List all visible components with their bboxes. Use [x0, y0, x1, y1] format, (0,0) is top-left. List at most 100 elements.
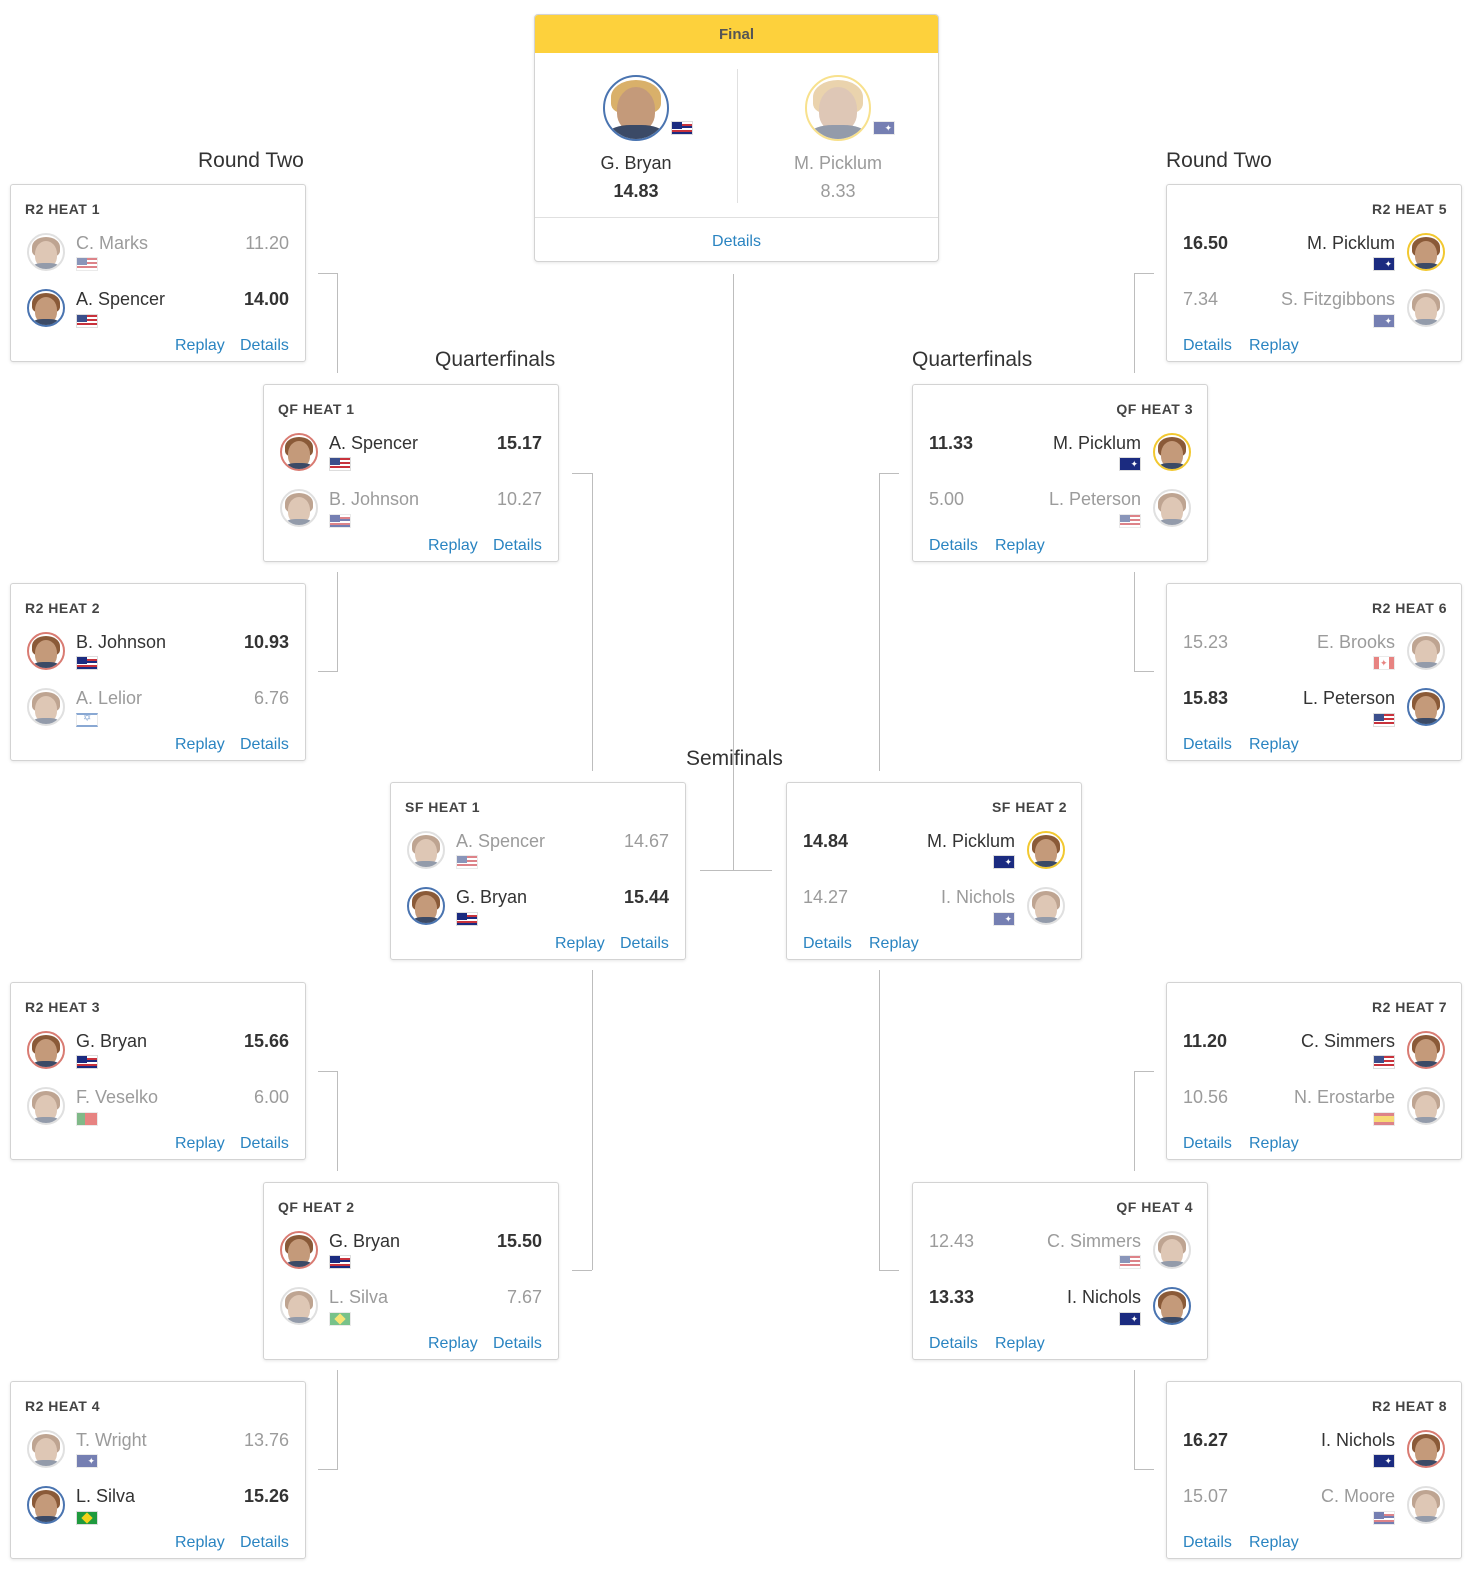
details-link[interactable]: Details: [620, 935, 669, 952]
surfer-avatar: [27, 233, 65, 271]
australia-flag-icon: [1373, 314, 1395, 328]
details-link[interactable]: Details: [240, 736, 289, 753]
usa-flag-icon: [1373, 713, 1395, 727]
surfer-score: 15.07: [1183, 1486, 1229, 1506]
replay-link[interactable]: Replay: [428, 537, 478, 554]
heat-title: SF HEAT 2: [991, 799, 1067, 815]
australia-flag-icon: [1119, 457, 1141, 471]
final-details-link[interactable]: Details: [712, 233, 761, 250]
surfer-avatar: [1407, 289, 1445, 327]
heat-title: R2 HEAT 2: [25, 600, 101, 616]
surfer-avatar: [407, 887, 445, 925]
surfer-avatar: [280, 489, 318, 527]
round-two-label-left: Round Two: [198, 149, 304, 172]
heat-card-r2h4: R2 HEAT 4 T. Wright 13.76 L. Silva 15.26…: [10, 1381, 306, 1559]
details-link[interactable]: Details: [929, 537, 978, 554]
surfer-avatar: [27, 632, 65, 670]
details-link[interactable]: Details: [929, 1335, 978, 1352]
surfer-score: 15.44: [623, 887, 669, 907]
australia-flag-icon: [76, 1454, 98, 1468]
replay-link[interactable]: Replay: [1249, 736, 1299, 753]
surfer-score: 15.66: [243, 1031, 289, 1051]
surfer-name: F. Veselko: [76, 1087, 159, 1107]
quarterfinals-label-right: Quarterfinals: [912, 348, 1033, 371]
heat-card-qf1: QF HEAT 1 A. Spencer 15.17 B. Johnson 10…: [263, 384, 559, 562]
replay-link[interactable]: Replay: [1249, 1534, 1299, 1551]
heat-card-r2h5: R2 HEAT 5 16.50 M. Picklum 7.34 S. Fitzg…: [1166, 184, 1462, 362]
surfer-name: T. Wright: [76, 1430, 147, 1450]
replay-link[interactable]: Replay: [555, 935, 605, 952]
surfer-avatar: [280, 1231, 318, 1269]
heat-card-r2h2: R2 HEAT 2 B. Johnson 10.93 A. Lelior 6.7…: [10, 583, 306, 761]
hawaii-flag-icon: [671, 121, 693, 135]
replay-link[interactable]: Replay: [175, 1135, 225, 1152]
replay-link[interactable]: Replay: [428, 1335, 478, 1352]
details-link[interactable]: Details: [1183, 736, 1232, 753]
heat-title: QF HEAT 3: [1116, 401, 1193, 417]
usa-flag-icon: [1119, 514, 1141, 528]
details-link[interactable]: Details: [240, 1135, 289, 1152]
surfer-name: C. Simmers: [1047, 1231, 1141, 1251]
replay-link[interactable]: Replay: [995, 537, 1045, 554]
surfer-score: 11.20: [245, 233, 289, 253]
replay-link[interactable]: Replay: [995, 1335, 1045, 1352]
hawaii-flag-icon: [76, 656, 98, 670]
heat-title: R2 HEAT 7: [1371, 999, 1447, 1015]
surfer-name: M. Picklum: [1306, 233, 1395, 253]
heat-card-qf3: QF HEAT 3 11.33 M. Picklum 5.00 L. Peter…: [912, 384, 1208, 562]
quarterfinals-label-left: Quarterfinals: [435, 348, 556, 371]
surfer-score: 14.00: [243, 289, 289, 309]
surfer-score: 10.56: [1183, 1087, 1229, 1107]
final-title: Final: [535, 15, 938, 53]
replay-link[interactable]: Replay: [869, 935, 919, 952]
surfer-avatar: [27, 1486, 65, 1524]
spain-flag-icon: [1373, 1112, 1395, 1126]
surfer-score: 15.50: [496, 1231, 542, 1251]
replay-link[interactable]: Replay: [175, 736, 225, 753]
surfer-avatar: [280, 433, 318, 471]
surfer-score: 5.00: [929, 489, 965, 509]
surfer-name: I. Nichols: [940, 887, 1015, 907]
details-link[interactable]: Details: [240, 337, 289, 354]
replay-link[interactable]: Replay: [175, 1534, 225, 1551]
brazil-flag-icon: [76, 1511, 98, 1525]
surfer-name: C. Moore: [1320, 1486, 1395, 1506]
replay-link[interactable]: Replay: [1249, 1135, 1299, 1152]
hawaii-flag-icon: [329, 1255, 351, 1269]
surfer-score: 16.50: [1183, 233, 1229, 253]
surfer-score: 12.43: [929, 1231, 975, 1251]
replay-link[interactable]: Replay: [1249, 337, 1299, 354]
round-two-label-right: Round Two: [1166, 149, 1272, 172]
surfer-score: 16.27: [1183, 1430, 1229, 1450]
details-link[interactable]: Details: [493, 1335, 542, 1352]
heat-title: R2 HEAT 4: [25, 1398, 101, 1414]
surfer-avatar: [280, 1287, 318, 1325]
replay-link[interactable]: Replay: [175, 337, 225, 354]
heat-card-qf4: QF HEAT 4 12.43 C. Simmers 13.33 I. Nich…: [912, 1182, 1208, 1360]
surfer-name: I. Nichols: [1066, 1287, 1141, 1307]
surfer-score: 11.20: [1183, 1031, 1228, 1051]
surfer-name: A. Spencer: [456, 831, 546, 851]
heat-card-r2h3: R2 HEAT 3 G. Bryan 15.66 F. Veselko 6.00…: [10, 982, 306, 1160]
heat-title: R2 HEAT 1: [25, 201, 101, 217]
surfer-name: G. Bryan: [76, 1031, 148, 1051]
australia-flag-icon: [1119, 1312, 1141, 1326]
portugal-flag-icon: [76, 1112, 98, 1126]
details-link[interactable]: Details: [493, 537, 542, 554]
details-link[interactable]: Details: [240, 1534, 289, 1551]
australia-flag-icon: [993, 912, 1015, 926]
details-link[interactable]: Details: [1183, 1135, 1232, 1152]
details-link[interactable]: Details: [803, 935, 852, 952]
final-surfer1-score: 14.83: [613, 181, 659, 201]
surfer-score: 6.00: [253, 1087, 289, 1107]
hawaii-flag-icon: [76, 1055, 98, 1069]
australia-flag-icon: [993, 855, 1015, 869]
heat-card-qf2: QF HEAT 2 G. Bryan 15.50 L. Silva 7.67 R…: [263, 1182, 559, 1360]
final-card: Final G. Bryan 14.83 M. Picklum 8.33 Det…: [534, 14, 939, 262]
heat-title: R2 HEAT 5: [1371, 201, 1447, 217]
surfer-score: 14.84: [803, 831, 849, 851]
israel-flag-icon: [76, 713, 98, 727]
surfer-name: C. Simmers: [1301, 1031, 1395, 1051]
details-link[interactable]: Details: [1183, 1534, 1232, 1551]
details-link[interactable]: Details: [1183, 337, 1232, 354]
